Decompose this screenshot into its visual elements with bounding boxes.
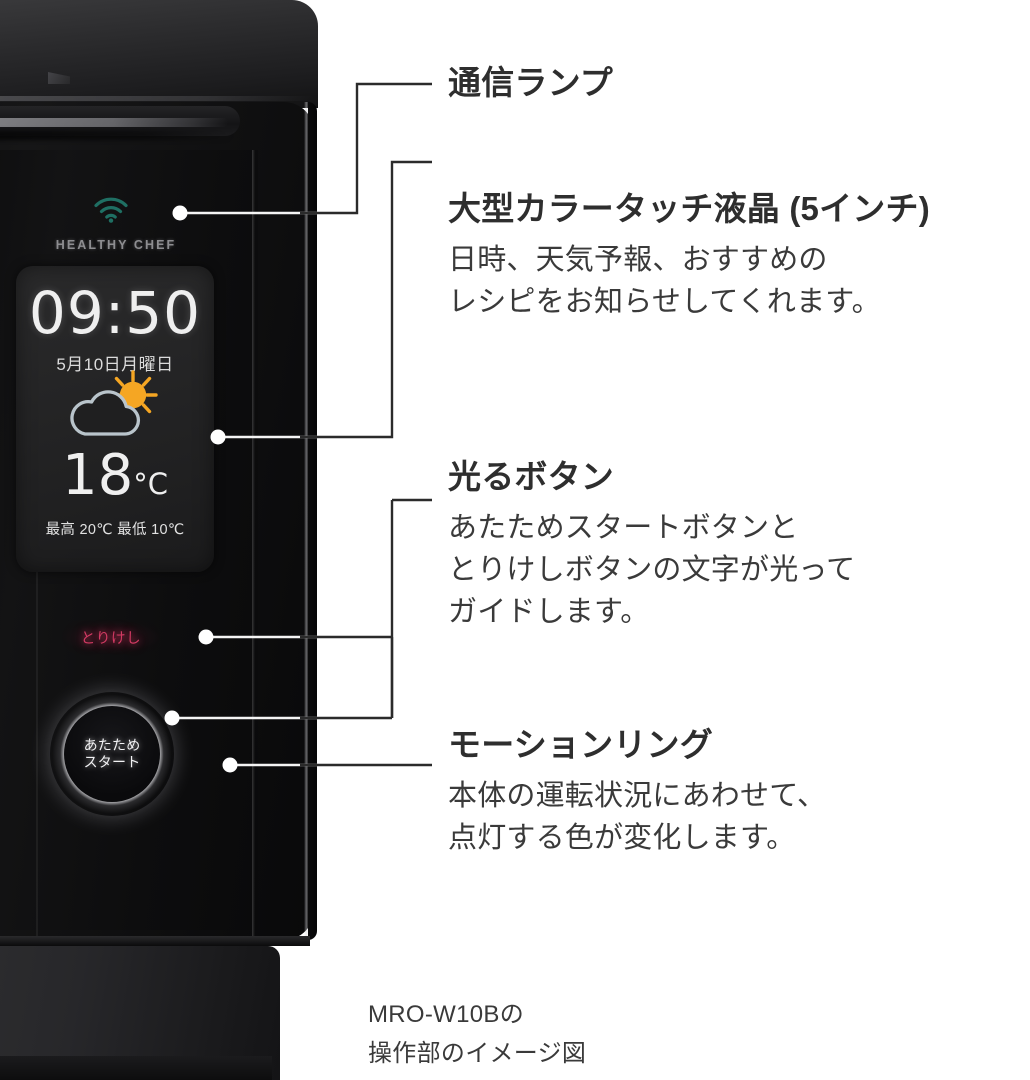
callout-body-line: 点灯する色が変化します。 — [448, 821, 796, 854]
callout-body-line: とりけしボタンの文字が光って — [448, 553, 856, 586]
oven-top-panel — [0, 0, 318, 108]
wifi-icon — [92, 194, 130, 224]
figure-caption-line2: 操作部のイメージ図 — [368, 1039, 587, 1067]
callout-communication-lamp: 通信ランプ — [448, 64, 613, 103]
callout-body-line: ガイドします。 — [448, 596, 650, 629]
oven-top-edge-highlight — [0, 96, 314, 101]
motion-ring: あたため スタート — [50, 692, 174, 816]
start-button[interactable]: あたため スタート — [64, 706, 160, 802]
callout-body-line: あたためスタートボタンと — [448, 511, 799, 544]
lcd-touch-display[interactable]: 09:50 5月10日月曜日 — [16, 266, 214, 572]
oven-base-shadow — [0, 1056, 272, 1080]
callout-motion-ring: モーションリング 本体の運転状況にあわせて、 点灯する色が変化します。 — [448, 726, 826, 859]
lcd-min-max-temperature: 最高 20℃ 最低 10℃ — [45, 522, 185, 538]
lcd-date: 5月10日月曜日 — [56, 355, 174, 374]
lcd-temperature: 18°C — [16, 448, 214, 504]
callout-title-glowing-button: 光るボタン — [448, 458, 614, 495]
callout-title-lcd: 大型カラータッチ液晶 (5インチ) — [448, 190, 930, 227]
partly-cloudy-sun-icon — [63, 370, 167, 444]
callout-body-motion-ring: 本体の運転状況にあわせて、 点灯する色が変化します。 — [448, 775, 826, 859]
lcd-temperature-unit: °C — [133, 467, 168, 501]
callout-body-lcd: 日時、天気予報、おすすめの レシピをお知らせしてくれます。 — [448, 239, 930, 323]
oven-base-gap — [0, 936, 310, 946]
lcd-clock-time: 09:50 — [28, 279, 202, 347]
cancel-button[interactable]: とりけし — [62, 620, 160, 654]
start-button-label-line1: あたため — [83, 736, 141, 753]
callout-body-line: 本体の運転状況にあわせて、 — [448, 779, 827, 812]
oven-handle-highlight — [0, 118, 228, 127]
lcd-temperature-value: 18 — [61, 443, 134, 508]
figure-caption: MRO-W10Bの 操作部のイメージ図 — [368, 996, 586, 1074]
callout-body-line: 日時、天気予報、おすすめの — [448, 243, 828, 276]
callout-glowing-button: 光るボタン あたためスタートボタンと とりけしボタンの文字が光って ガイドします… — [448, 458, 855, 633]
callout-title-motion-ring: モーションリング — [448, 726, 713, 763]
figure-caption-line1: MRO-W10Bの — [368, 1001, 525, 1028]
callout-body-glowing-button: あたためスタートボタンと とりけしボタンの文字が光って ガイドします。 — [448, 507, 855, 633]
callout-body-line: レシピをお知らせしてくれます。 — [448, 285, 881, 318]
callout-title-communication-lamp: 通信ランプ — [448, 64, 614, 101]
microwave-oven-illustration: HEALTHY CHEF 09:50 5月10日月曜日 — [0, 0, 318, 1080]
start-button-label-line2: スタート — [83, 754, 141, 770]
callout-large-color-touch-lcd: 大型カラータッチ液晶 (5インチ) 日時、天気予報、おすすめの レシピをお知らせ… — [448, 190, 930, 323]
oven-right-bevel-highlight — [304, 102, 309, 940]
oven-door-seam — [36, 430, 38, 940]
oven-handle-shadow — [0, 130, 232, 140]
cancel-button-label: とりけし — [80, 630, 142, 647]
oven-panel-seam — [252, 150, 255, 940]
brand-plate: HEALTHY CHEF — [55, 238, 177, 252]
oven-right-side — [308, 102, 317, 940]
